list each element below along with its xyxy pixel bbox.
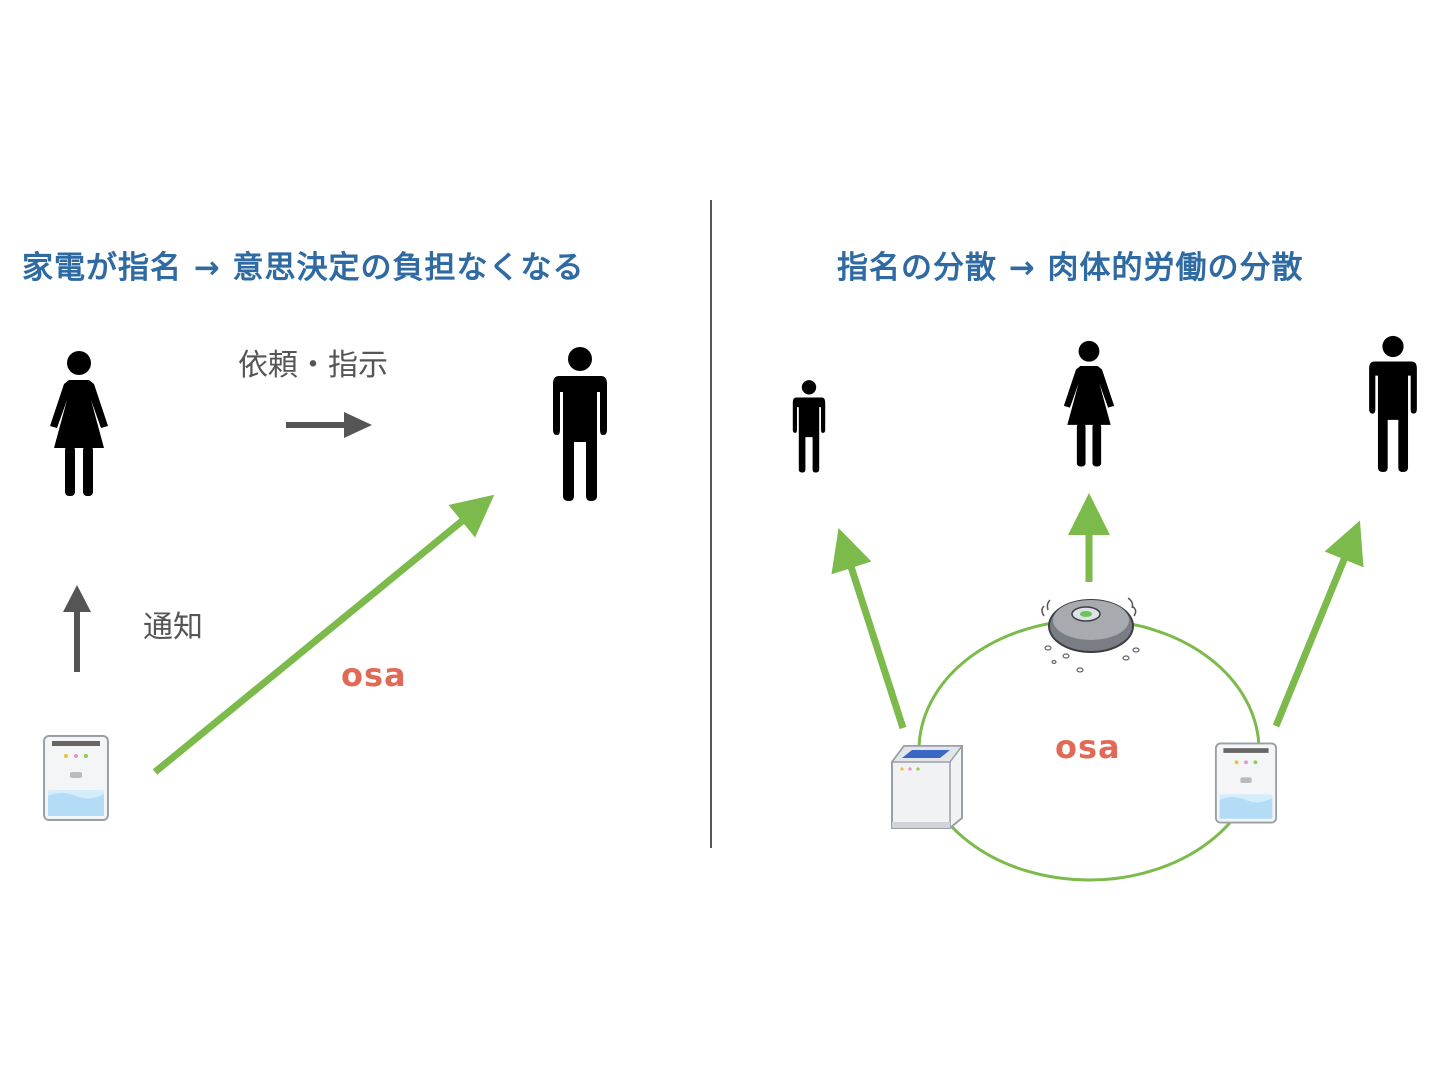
dehumidifier-icon	[1214, 742, 1278, 824]
man-icon	[1369, 335, 1417, 472]
osa-label-left: osa	[341, 656, 407, 694]
notify-label: 通知	[143, 610, 203, 645]
osa-arrow-left	[831, 528, 907, 730]
request-label: 依頼・指示	[238, 348, 388, 383]
osa-arrow	[152, 494, 495, 775]
left-title: 家電が指名 → 意思決定の負担なくなる	[22, 250, 585, 286]
request-arrow	[286, 412, 372, 438]
notify-arrow	[63, 585, 91, 672]
washing-machine-icon	[891, 745, 963, 829]
robot-vacuum-icon	[1041, 597, 1140, 673]
man-icon	[553, 347, 607, 501]
osa-label-right: osa	[1055, 728, 1121, 766]
osa-arrow-right	[1272, 520, 1364, 728]
dehumidifier-icon	[43, 735, 109, 821]
woman-icon	[1063, 340, 1115, 467]
right-title: 指名の分散 → 肉体的労働の分散	[837, 250, 1304, 286]
man-icon-small	[792, 380, 826, 473]
woman-icon	[50, 351, 108, 496]
